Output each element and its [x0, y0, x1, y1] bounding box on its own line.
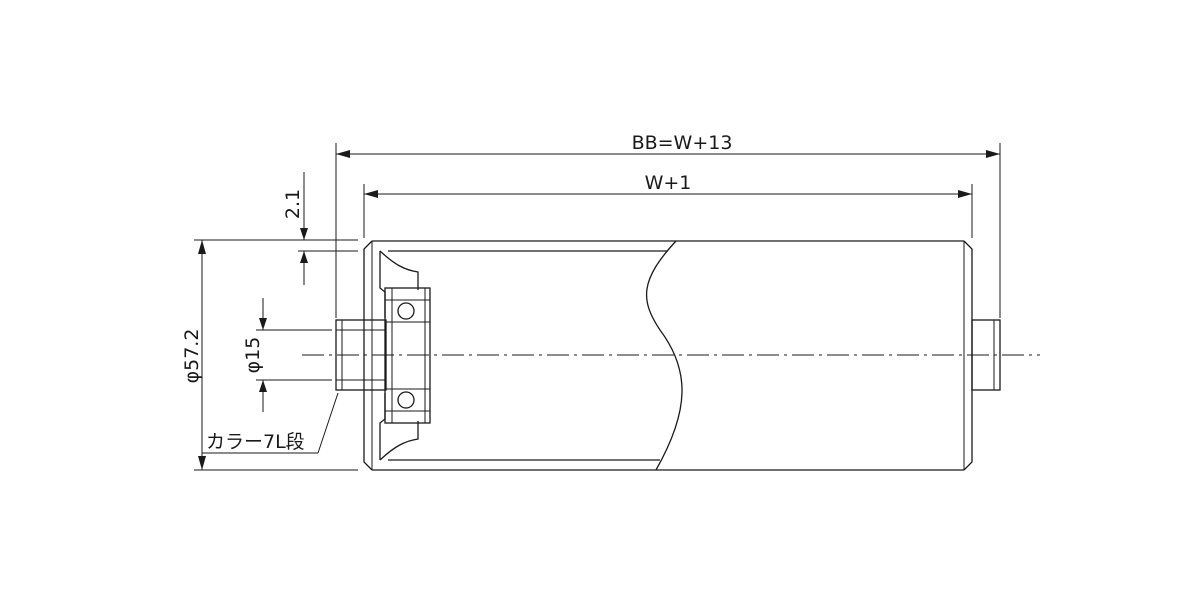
dim-shaft-diameter — [256, 298, 332, 412]
bearing-ball-icon — [397, 302, 415, 320]
dim-inner-length — [363, 184, 973, 238]
collar-note: カラー7L段 — [206, 431, 305, 453]
collar-leader — [202, 392, 339, 454]
dim-label-roller-diameter: φ57.2 — [181, 329, 203, 384]
break-line — [645, 240, 683, 471]
dim-label-overall: BB=W+13 — [632, 132, 733, 154]
dim-wall-offset — [298, 172, 358, 285]
dim-label-inner: W+1 — [645, 172, 692, 194]
dim-overall-length — [335, 143, 1001, 318]
dim-label-wall: 2.1 — [282, 189, 304, 219]
dim-roller-diameter — [194, 239, 358, 471]
dim-label-shaft-diameter: φ15 — [242, 337, 264, 374]
bearing-ball-icon — [397, 391, 415, 409]
